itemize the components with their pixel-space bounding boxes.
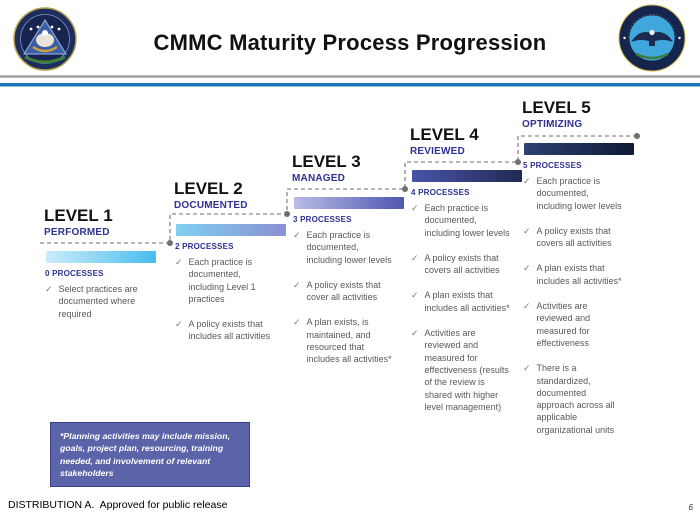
check-icon: ✓	[411, 203, 419, 213]
check-icon: ✓	[175, 257, 183, 267]
level-4-process-count: 4 PROCESSES	[411, 188, 470, 197]
level-2-title: LEVEL 2	[174, 179, 243, 198]
level-4-subtitle: REVIEWED	[410, 146, 465, 157]
practice-item: ✓ A plan exists that includes all activi…	[523, 262, 640, 287]
level-3-column: LEVEL 3 MANAGED 3 PROCESSES ✓ Each pract…	[288, 153, 410, 379]
level-3-process-count: 3 PROCESSES	[293, 215, 352, 224]
check-icon: ✓	[523, 301, 531, 312]
practice-item: ✓ A policy exists that covers all activi…	[411, 252, 528, 277]
check-icon: ✓	[293, 230, 301, 240]
practice-item: ✓ Each practice is documented, including…	[523, 175, 640, 212]
check-icon: ✓	[293, 317, 301, 328]
practice-item: ✓ There is a standardized, documented ap…	[523, 362, 640, 436]
level-1-title: LEVEL 1	[44, 206, 113, 225]
level-1-practices-list: ✓ Select practices are documented where …	[45, 283, 162, 320]
practice-item: ✓ A plan exists, is maintained, and reso…	[293, 316, 410, 365]
department-of-defense-seal-icon	[618, 4, 686, 72]
level-2-maturity-bar	[176, 224, 286, 236]
practice-item: ✓ Each practice is documented, including…	[293, 229, 410, 266]
check-icon: ✓	[523, 176, 531, 186]
header-divider-blue	[0, 83, 700, 87]
practice-item: ✓ A policy exists that includes all acti…	[175, 318, 292, 343]
practice-item: ✓ A plan exists that includes all activi…	[411, 289, 528, 314]
level-2-practices-list: ✓ Each practice is documented, including…	[175, 256, 292, 343]
practice-text: A plan exists that includes all activiti…	[536, 263, 622, 286]
level-5-title: LEVEL 5	[522, 98, 591, 117]
level-2-subtitle: DOCUMENTED	[174, 200, 248, 211]
level-3-practices-list: ✓ Each practice is documented, including…	[293, 229, 410, 366]
check-icon: ✓	[45, 284, 53, 294]
level-5-process-count: 5 PROCESSES	[523, 161, 582, 170]
practice-item: ✓ Select practices are documented where …	[45, 283, 162, 320]
practice-text: Each practice is documented, including l…	[424, 203, 510, 238]
check-icon: ✓	[523, 263, 531, 274]
practice-text: A policy exists that covers all activiti…	[424, 252, 500, 276]
practice-text: Activities are reviewed and measured for…	[536, 301, 591, 348]
distribution-statement: DISTRIBUTION A. Approved for public rele…	[8, 499, 228, 511]
practice-text: A policy exists that covers all activiti…	[536, 225, 612, 249]
practice-text: Each practice is documented, including l…	[306, 230, 392, 265]
check-icon: ✓	[293, 279, 301, 290]
check-icon: ✓	[523, 363, 531, 374]
check-icon: ✓	[411, 328, 419, 339]
check-icon: ✓	[411, 290, 419, 301]
level-1-subtitle: PERFORMED	[44, 227, 110, 238]
check-icon: ✓	[175, 319, 183, 330]
practice-text: A plan exists that includes all activiti…	[424, 290, 510, 313]
check-icon: ✓	[523, 225, 531, 236]
level-3-maturity-bar	[294, 197, 404, 209]
level-5-practices-list: ✓ Each practice is documented, including…	[523, 175, 640, 436]
check-icon: ✓	[411, 252, 419, 263]
level-3-subtitle: MANAGED	[292, 173, 346, 184]
header-divider-gray	[0, 75, 700, 78]
practice-text: There is a standardized, documented appr…	[536, 363, 615, 435]
level-4-column: LEVEL 4 REVIEWED 4 PROCESSES ✓ Each prac…	[406, 126, 528, 426]
practice-text: Each practice is documented, including L…	[188, 257, 256, 304]
practice-text: Select practices are documented where re…	[58, 284, 138, 319]
level-1-column: LEVEL 1 PERFORMED 0 PROCESSES ✓ Select p…	[40, 207, 162, 333]
practice-text: A policy exists that includes all activi…	[188, 319, 271, 342]
level-5-maturity-bar	[524, 143, 634, 155]
practice-text: Activities are reviewed and measured for…	[424, 328, 509, 412]
level-1-process-count: 0 PROCESSES	[45, 269, 104, 278]
practice-item: ✓ Activities are reviewed and measured f…	[411, 327, 528, 413]
level-4-practices-list: ✓ Each practice is documented, including…	[411, 202, 528, 413]
practice-item: ✓ Each practice is documented, including…	[175, 256, 292, 305]
level-4-maturity-bar	[412, 170, 522, 182]
practice-item: ✓ Each practice is documented, including…	[411, 202, 528, 239]
practice-item: ✓ A policy exists that covers all activi…	[523, 225, 640, 250]
level-5-column: LEVEL 5 OPTIMIZING 5 PROCESSES ✓ Each pr…	[518, 99, 640, 449]
level-2-process-count: 2 PROCESSES	[175, 242, 234, 251]
ousd-acquisition-sustainment-seal-icon	[13, 7, 77, 71]
practice-text: Each practice is documented, including l…	[536, 176, 622, 211]
practice-item: ✓ A policy exists that cover all activit…	[293, 279, 410, 304]
page-number: 6	[688, 503, 693, 512]
level-2-column: LEVEL 2 DOCUMENTED 2 PROCESSES ✓ Each pr…	[170, 180, 292, 356]
level-4-title: LEVEL 4	[410, 125, 479, 144]
planning-activities-footnote: *Planning activities may include mission…	[50, 422, 250, 488]
level-5-subtitle: OPTIMIZING	[522, 119, 583, 130]
practice-text: A plan exists, is maintained, and resour…	[306, 317, 392, 365]
page-title: CMMC Maturity Process Progression	[153, 30, 547, 55]
level-3-title: LEVEL 3	[292, 152, 361, 171]
practice-text: A policy exists that cover all activitie…	[306, 279, 381, 303]
level-1-maturity-bar	[46, 251, 156, 263]
practice-item: ✓ Activities are reviewed and measured f…	[523, 300, 640, 349]
